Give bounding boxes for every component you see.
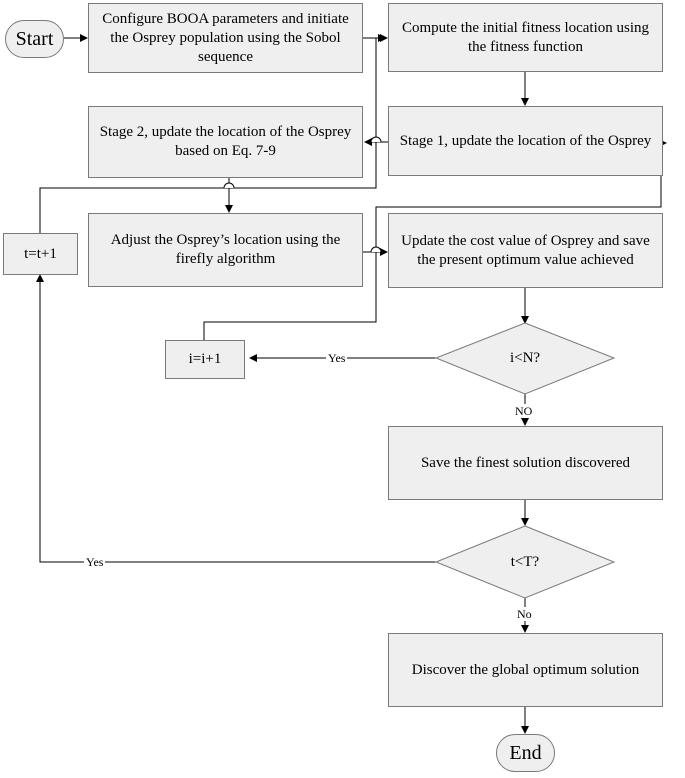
yes-label-t-lt-T: Yes (84, 555, 106, 569)
decision-i-lt-n-shape (434, 322, 616, 395)
stage1-box: Stage 1, update the location of the Ospr… (388, 106, 663, 176)
update-cost-box: Update the cost value of Osprey and save… (388, 213, 663, 288)
adjust-box: Adjust the Osprey’s location using the f… (88, 213, 363, 287)
hop-marker (370, 136, 382, 143)
yes-label-i-lt-n: Yes (326, 351, 348, 365)
no-label-t-lt-T: No (515, 607, 534, 621)
decision-t-lt-T: t<T? (510, 553, 540, 570)
save-finest-box: Save the finest solution discovered (388, 426, 663, 500)
t-increment-box: t=t+1 (3, 233, 78, 275)
decision-i-lt-n: i<N? (509, 349, 541, 366)
discover-box: Discover the global optimum solution (388, 633, 663, 707)
no-label-i-lt-n: NO (513, 404, 535, 418)
start-terminal: Start (5, 20, 64, 58)
i-increment-box: i=i+1 (165, 340, 245, 379)
hop-marker (223, 182, 235, 189)
end-terminal: End (496, 734, 555, 772)
hop-marker (370, 246, 382, 253)
compute-box: Compute the initial fitness location usi… (388, 3, 663, 72)
stage2-box: Stage 2, update the location of the Ospr… (88, 106, 363, 178)
configure-box: Configure BOOA parameters and initiate t… (88, 3, 363, 73)
edge-condt-tinc (36, 274, 436, 563)
decision-t-lt-T-shape (434, 525, 616, 599)
edge-tinc-configure (39, 34, 386, 233)
